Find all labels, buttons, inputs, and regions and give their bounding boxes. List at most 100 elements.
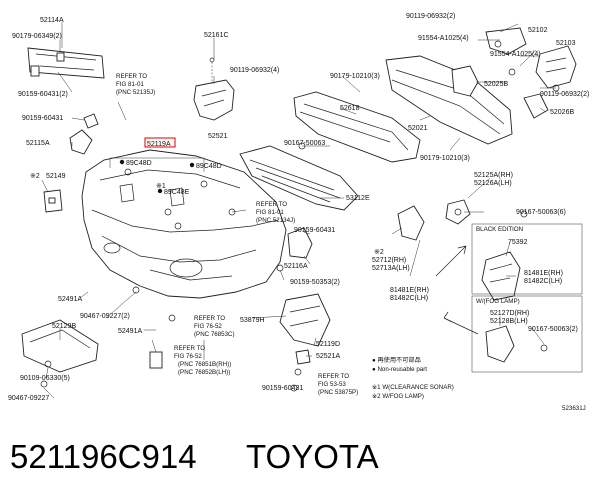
label-90119-06932-c[interactable]: 90119-06932(2) [540, 91, 589, 98]
legend-item-2: ● Non-reusable part [372, 366, 427, 373]
label-90119-06932-a[interactable]: 90119-06932(4) [230, 67, 279, 74]
label-81482c[interactable]: 81482C(LH) [390, 295, 428, 302]
svg-text:FIG 76-52: FIG 76-52 [174, 353, 202, 360]
label-89c48d-b[interactable]: 89C48D [196, 163, 222, 170]
catalog-id: 523631J [562, 405, 586, 412]
label-52119d[interactable]: 52119D [316, 341, 340, 348]
bracket-52103 [535, 45, 577, 89]
label-52491a-b[interactable]: 52491A [118, 328, 142, 335]
label-75392[interactable]: 75392 [508, 239, 528, 246]
bracket-52521a [295, 349, 311, 365]
highlight-box-52119a [144, 137, 176, 148]
label-52103[interactable]: 52103 [556, 40, 576, 47]
label-52712[interactable]: 52712(RH) [372, 257, 406, 264]
label-52128b[interactable]: 52128B(LH) [490, 318, 528, 325]
label-52161c[interactable]: 52161C [204, 32, 229, 39]
ref-block-4: REFER TO FIG 76-52 (PNC 76853C) [194, 315, 235, 338]
support-52521 [193, 57, 235, 121]
absorber-52129b [21, 319, 99, 373]
label-52119a[interactable]: 52119A [147, 141, 171, 148]
fasteners [40, 68, 560, 392]
svg-text:(PNC 76852B(LH)): (PNC 76852B(LH)) [178, 369, 230, 376]
label-81481e[interactable]: 81481E(RH) [390, 287, 429, 294]
leader-lines [41, 22, 556, 399]
label-91554-a1025-a[interactable]: 91554-A1025(4) [418, 35, 469, 42]
svg-text:(PNC 52134J): (PNC 52134J) [256, 217, 295, 224]
label-90159-60431-a[interactable]: 90159-60431(2) [18, 91, 68, 98]
ref3-line: FIG 76-52 [174, 353, 202, 360]
ref-block-1: REFER TO FIG 81-01 (PNC 52135J) [116, 73, 155, 96]
svg-text:FIG 81-01: FIG 81-01 [116, 81, 144, 88]
legend: ● 再使用不可部品 ● Non-reusable part ※1 W(CLEAR… [372, 356, 454, 400]
label-90179-10210-a[interactable]: 90179-10210(3) [330, 73, 380, 80]
legend-item-4: ※2 W/FOG LAMP) [372, 393, 424, 400]
label-90167-50063-a[interactable]: 90167-50063 [284, 140, 325, 147]
label-90179-10210-b[interactable]: 90179-10210(3) [420, 155, 470, 162]
extension-52025b [451, 65, 479, 97]
ref4-line: FIG 76-52 [194, 323, 222, 330]
label-81482c-b[interactable]: 81482C(LH) [524, 278, 562, 285]
label-53879h[interactable]: 53879H [240, 317, 265, 324]
label-52129b[interactable]: 52129B [52, 323, 76, 330]
ref3-line: (PNC 76851B(RH)) [178, 361, 231, 368]
label-52521a[interactable]: 52521A [316, 353, 340, 360]
label-52618[interactable]: 52618 [340, 105, 360, 112]
label-89c48e[interactable]: 89C48E [164, 189, 190, 196]
grille-53112e [239, 145, 359, 211]
label-90167-50063-c[interactable]: 90167-50063(2) [528, 326, 578, 333]
ref-block-2: REFER TO FIG 81-01 (PNC 52134J) [256, 201, 295, 224]
label-52116a[interactable]: 52116A [284, 263, 308, 270]
label-90159-50353[interactable]: 90159-50353(2) [290, 279, 340, 286]
label-90467-09227-b[interactable]: 90467-09227 [8, 395, 49, 402]
black-edition-box [471, 223, 583, 295]
ref-block-5: REFER TO FIG 53-53 (PNC 53875P) [318, 373, 358, 396]
label-90159-60431-c[interactable]: 90159-60431 [294, 227, 335, 234]
caption-brand: TOYOTA [246, 438, 379, 475]
label-81481e-b[interactable]: 81481E(RH) [524, 270, 563, 277]
svg-text:(PNC 76851B(RH)): (PNC 76851B(RH)) [178, 361, 231, 368]
cover-52125a [445, 199, 471, 225]
label-52126a[interactable]: 52126A(LH) [474, 180, 512, 187]
label-52713a[interactable]: 52713A(LH) [372, 265, 410, 272]
clip-90159-60431 [83, 113, 99, 129]
caption-part-number: 521196C914 [10, 438, 197, 475]
ref5-line: REFER TO [318, 373, 349, 380]
label-52125a[interactable]: 52125A(RH) [474, 172, 513, 179]
label-90159-60431-b[interactable]: 90159-60431 [22, 115, 63, 122]
extension-52026b [523, 93, 549, 119]
svg-text:REFER TO: REFER TO [116, 73, 147, 80]
label-52115a[interactable]: 52115A [26, 140, 50, 147]
label-53112e[interactable]: 53112E [346, 195, 370, 202]
non-reusable-dot [189, 162, 195, 168]
label-90109-06330[interactable]: 90109-06330(5) [20, 375, 70, 382]
legend-item-1: ● 再使用不可部品 [372, 356, 421, 364]
legend-item-3: ※1 W(CLEARANCE SONAR) [372, 384, 454, 391]
label-89c48d-a[interactable]: 89C48D [126, 160, 152, 167]
label-52149[interactable]: 52149 [46, 173, 66, 180]
label-52026b[interactable]: 52026B [550, 109, 574, 116]
label-52102[interactable]: 52102 [528, 27, 548, 34]
direction-arrows [435, 245, 479, 335]
label-90179-06349[interactable]: 90179-06349(2) [12, 33, 62, 40]
ref3-line: REFER TO [174, 345, 205, 352]
label-90159-60431-d[interactable]: 90159-60431 [262, 385, 303, 392]
svg-text:(PNC 76853C): (PNC 76853C) [194, 331, 235, 338]
label-91554-a1025-b[interactable]: 91554-A1025(4) [490, 51, 541, 58]
svg-text:FIG 53-53: FIG 53-53 [318, 381, 346, 388]
label-52521[interactable]: 52521 [208, 133, 228, 140]
fog-lamp-label: W/(FOG LAMP) [476, 298, 520, 305]
ref1-line: FIG 81-01 [116, 81, 144, 88]
label-52114a[interactable]: 52114A [40, 17, 64, 24]
label-52127d[interactable]: 52127D(RH) [490, 310, 529, 317]
label-52491a-a[interactable]: 52491A [58, 296, 82, 303]
cover-52712 [397, 205, 425, 241]
label-90467-09227-a[interactable]: 90467-09227(2) [80, 313, 130, 320]
label-90119-06932-b[interactable]: 90119-06932(2) [406, 13, 455, 20]
svg-text:REFER TO: REFER TO [194, 315, 225, 322]
svg-text:REFER TO: REFER TO [318, 373, 349, 380]
label-52025b[interactable]: 52025B [484, 81, 508, 88]
label-90167-50063-b[interactable]: 90167-50063(6) [516, 209, 566, 216]
label-52021[interactable]: 52021 [408, 125, 428, 132]
